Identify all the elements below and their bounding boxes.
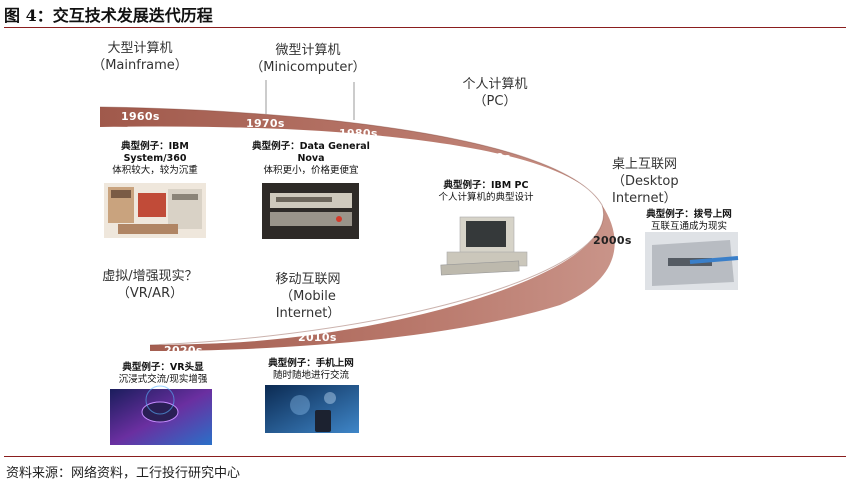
example-minicomputer-label: 典型例子： [252, 141, 300, 152]
example-vr: 典型例子：VR头显 沉浸式交流/现实增强 [104, 362, 222, 386]
era-desktop-internet-en: （Desktop Internet） [612, 174, 679, 206]
decade-1970s: 1970s [246, 117, 285, 130]
figure-title: 图 4：交互技术发展迭代历程 [4, 6, 213, 25]
example-pc-desc: 个人计算机的典型设计 [438, 192, 534, 203]
era-pc: 个人计算机 （PC） [440, 76, 550, 110]
example-pc: 典型例子：IBM PC 个人计算机的典型设计 [425, 180, 547, 204]
era-mobile-internet-cn: 移动互联网 [275, 272, 341, 287]
source-rule [4, 456, 846, 457]
decade-1960s: 1960s [121, 110, 160, 123]
minicomputer-photo [262, 183, 359, 239]
example-minicomputer-name: Data General Nova [297, 141, 370, 164]
era-mobile-internet-en: （Mobile Internet） [275, 289, 341, 321]
example-minicomputer-desc: 体积更小，价格更便宜 [263, 165, 359, 176]
era-mainframe: 大型计算机 （Mainframe） [85, 40, 195, 74]
era-desktop-internet: 桌上互联网 （Desktop Internet） [612, 156, 710, 207]
example-vr-name: VR头显 [169, 362, 204, 373]
example-dialup-desc: 互联互通成为现实 [650, 221, 727, 232]
example-mobile-label: 典型例子： [268, 358, 316, 369]
decade-1990s: 1990s [472, 151, 511, 164]
mobile-photo [265, 385, 359, 433]
example-mobile-name: 手机上网 [315, 358, 354, 369]
example-mobile: 典型例子：手机上网 随时随地进行交流 [252, 358, 370, 382]
era-minicomputer-en: （Minicomputer） [250, 60, 366, 75]
decade-2000s: 2000s [593, 234, 632, 247]
title-rule [4, 27, 846, 28]
example-pc-label: 典型例子： [443, 180, 492, 191]
era-vr-ar-cn: 虚拟/增强现实？ [102, 269, 198, 284]
example-mainframe-name: IBM System/360 [123, 141, 189, 164]
example-dialup: 典型例子：拨号上网 互联互通成为现实 [628, 209, 750, 233]
example-dialup-label: 典型例子： [646, 209, 694, 220]
era-mainframe-cn: 大型计算机 [107, 41, 173, 56]
example-mainframe: 典型例子：IBM System/360 体积较大，较为沉重 [100, 141, 210, 177]
decade-2010s: 2010s [298, 331, 337, 344]
example-mobile-desc: 随时随地进行交流 [272, 370, 349, 381]
era-vr-ar: 虚拟/增强现实？ （VR/AR） [90, 268, 210, 302]
vr-photo [110, 385, 212, 445]
era-minicomputer: 微型计算机 （Minicomputer） [243, 42, 373, 76]
era-mobile-internet: 移动互联网 （Mobile Internet） [258, 271, 358, 322]
example-mainframe-label: 典型例子： [121, 141, 169, 152]
example-minicomputer: 典型例子：Data General Nova 体积更小，价格更便宜 [250, 141, 372, 177]
example-dialup-name: 拨号上网 [693, 209, 732, 220]
decade-2020s: 2020s [164, 344, 203, 357]
era-pc-en: （PC） [473, 94, 517, 109]
era-vr-ar-en: （VR/AR） [116, 286, 184, 301]
era-desktop-internet-cn: 桌上互联网 [612, 157, 678, 172]
era-minicomputer-cn: 微型计算机 [275, 43, 341, 58]
dialup-photo [645, 232, 739, 290]
source-note: 资料来源：网络资料，工行投行研究中心 [6, 466, 241, 481]
example-vr-desc: 沉浸式交流/现实增强 [118, 374, 208, 385]
decade-1980s: 1980s [339, 127, 378, 140]
example-mainframe-desc: 体积较大，较为沉重 [112, 165, 198, 176]
pc-photo [440, 216, 528, 276]
era-pc-cn: 个人计算机 [462, 77, 528, 92]
example-vr-label: 典型例子： [122, 362, 170, 373]
mainframe-photo [104, 183, 206, 238]
era-mainframe-en: （Mainframe） [92, 58, 188, 73]
example-pc-name: IBM PC [491, 180, 529, 191]
